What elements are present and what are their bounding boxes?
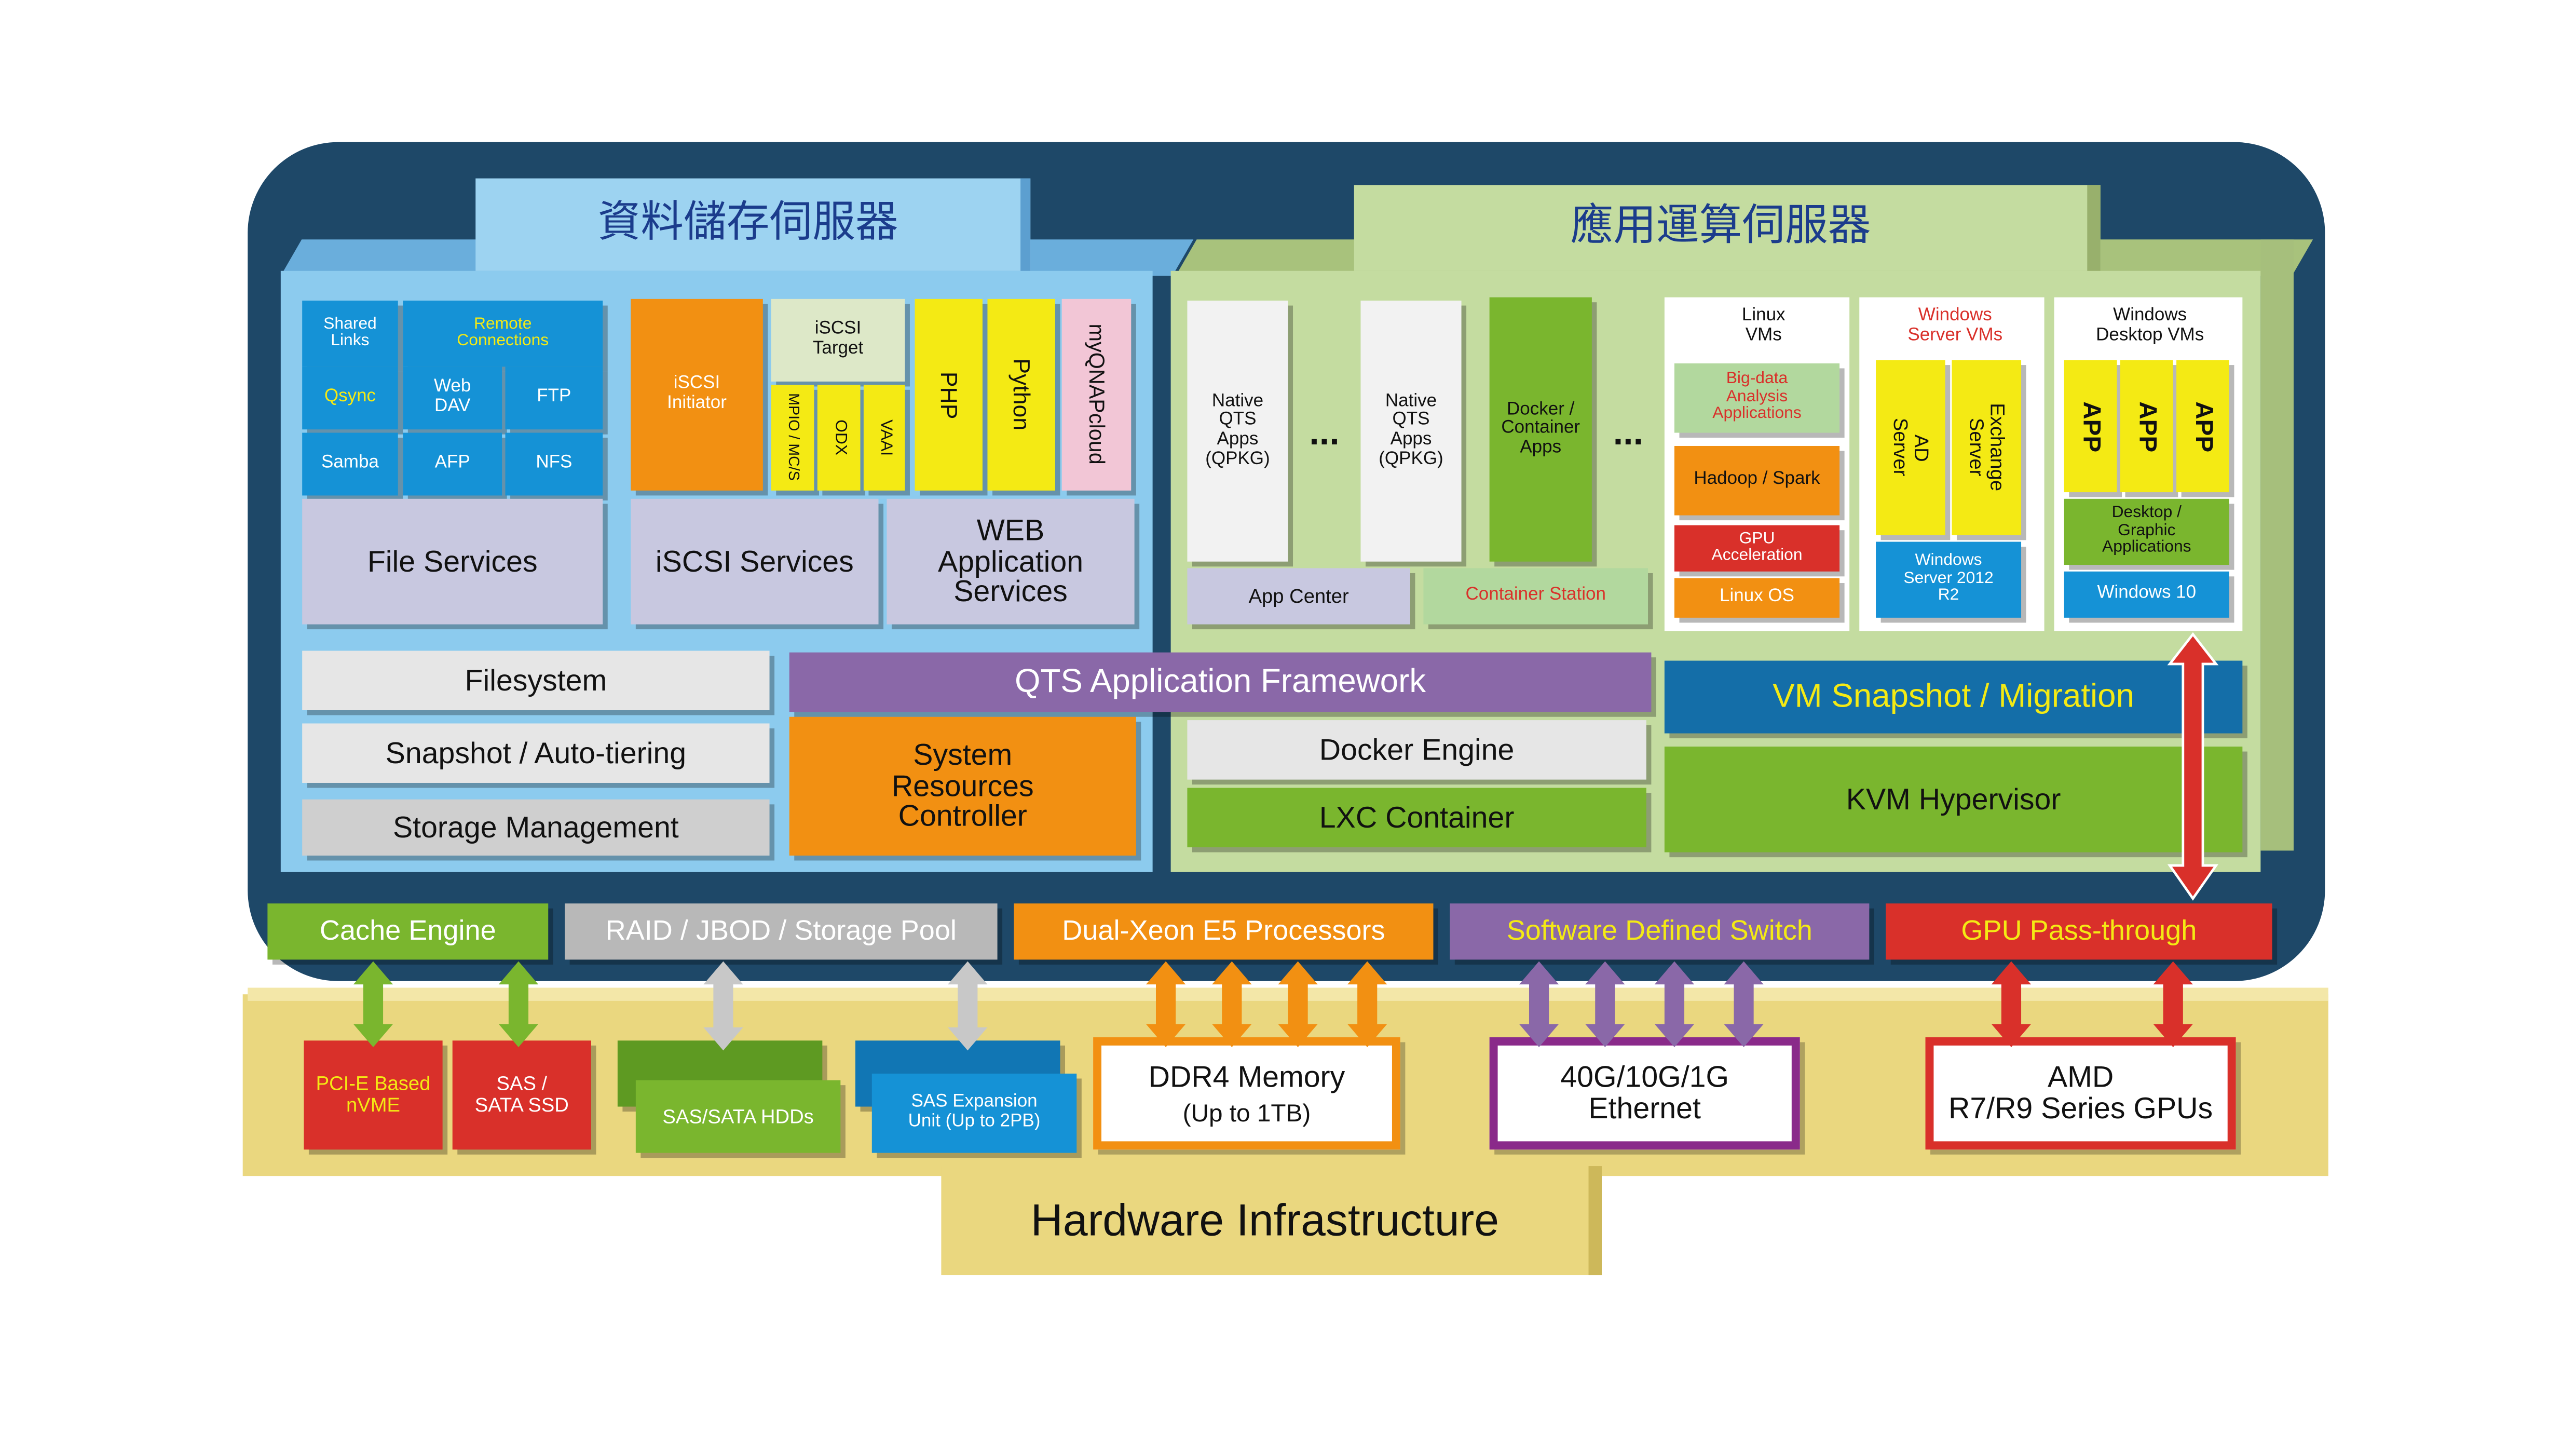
odx-tile: ODX: [817, 385, 861, 491]
app-tile-1: APP: [2064, 360, 2117, 493]
hardware-title: Hardware Infrastructure: [1030, 1195, 1500, 1245]
windows-2012-tile: Windows Server 2012 R2: [1876, 541, 2022, 618]
windows-desktop-label: Windows Desktop VMs: [2096, 306, 2204, 345]
ddr4-label: DDR4 Memory: [1148, 1060, 1345, 1093]
purple-arrow-2: [1585, 961, 1625, 1048]
windows-server-label: Windows Server VMs: [1907, 306, 2003, 345]
system-resources-block: System Resources Controller: [789, 716, 1136, 856]
sas-expansion-box: SAS Expansion Unit (Up to 2PB): [871, 1073, 1077, 1153]
python-tile: Python: [987, 299, 1055, 491]
app-tile-3: APP: [2176, 360, 2229, 493]
gpu-passthrough-bar: GPU Pass-through: [1886, 903, 2272, 960]
iscsi-services-block: iSCSI Services: [631, 498, 879, 625]
mpio-tile: MPIO / MC/S: [771, 385, 814, 491]
app-title-tab: 應用運算伺服器: [1354, 185, 2101, 271]
storage-management-bar: Storage Management: [302, 799, 770, 856]
filesystem-bar: Filesystem: [302, 651, 770, 711]
ddr4-box: [1093, 1037, 1400, 1150]
purple-arrow-1: [1519, 961, 1559, 1048]
webdav-tile: Web DAV: [403, 367, 502, 430]
app-tile-2: APP: [2120, 360, 2173, 493]
docker-apps-tile: Docker / Container Apps: [1489, 297, 1592, 562]
native-apps-2-tile: Native QTS Apps (QPKG): [1360, 301, 1462, 562]
app-title: 應用運算伺服器: [1570, 202, 1871, 252]
orange-arrow-1: [1146, 961, 1186, 1048]
file-services-block: File Services: [302, 498, 603, 625]
hardware-base-top: [248, 987, 2328, 1001]
orange-arrow-2: [1212, 961, 1252, 1048]
red-arrow-2: [2153, 961, 2193, 1048]
snapshot-bar: Snapshot / Auto-tiering: [302, 723, 770, 783]
ellipsis-2: ...: [1613, 412, 1644, 454]
gpu-passthrough-arrow: [2167, 632, 2219, 901]
lxc-container-bar: LXC Container: [1187, 788, 1646, 848]
web-services-block: WEB Application Services: [887, 498, 1135, 625]
nfs-tile: NFS: [505, 432, 603, 496]
linux-vms-label: Linux VMs: [1741, 306, 1786, 345]
remote-connections-tile: Remote Connections: [403, 301, 603, 367]
sas-ssd-box: SAS / SATA SSD: [452, 1040, 591, 1150]
amd-gpu-box: AMD R7/R9 Series GPUs: [1925, 1037, 2236, 1150]
kvm-bar: KVM Hypervisor: [1664, 746, 2243, 852]
shared-links-tile: Shared Links: [302, 301, 398, 367]
storage-title: 資料儲存伺服器: [597, 198, 898, 249]
gpu-accel-tile: GPU Acceleration: [1674, 525, 1840, 572]
bigdata-tile: Big-data Analysis Applications: [1674, 363, 1840, 433]
orange-arrow-4: [1347, 961, 1387, 1048]
hardware-title-tab: Hardware Infrastructure: [941, 1166, 1602, 1276]
afp-tile: AFP: [403, 432, 502, 496]
php-tile: PHP: [915, 299, 983, 491]
ellipsis-1: ...: [1309, 412, 1340, 454]
red-arrow-1: [1991, 961, 2032, 1048]
ftp-tile: FTP: [505, 367, 603, 430]
xeon-bar: Dual-Xeon E5 Processors: [1014, 903, 1434, 960]
docker-engine-bar: Docker Engine: [1187, 720, 1646, 780]
sds-bar: Software Defined Switch: [1450, 903, 1870, 960]
qts-framework-bar: QTS Application Framework: [789, 652, 1652, 712]
cache-engine-bar: Cache Engine: [267, 903, 549, 960]
iscsi-target-tile: iSCSI Target: [771, 299, 905, 382]
ad-server-tile: AD Server: [1876, 360, 1945, 535]
hadoop-tile: Hadoop / Spark: [1674, 445, 1840, 516]
iscsi-initiator-tile: iSCSI Initiator: [631, 299, 763, 491]
orange-arrow-3: [1278, 961, 1318, 1048]
pcie-nvme-box: PCI-E Based nVME: [304, 1040, 443, 1150]
purple-arrow-3: [1654, 961, 1695, 1048]
purple-arrow-4: [1724, 961, 1764, 1048]
storage-title-tab: 資料儲存伺服器: [475, 178, 1031, 271]
myqnapcloud-tile: myQNAPcloud: [1061, 299, 1132, 491]
ethernet-box: 40G/10G/1G Ethernet: [1489, 1037, 1800, 1150]
vaai-tile: VAAI: [863, 385, 905, 491]
samba-tile: Samba: [302, 432, 398, 496]
vm-snapshot-bar: VM Snapshot / Migration: [1664, 660, 2243, 734]
native-apps-1-tile: Native QTS Apps (QPKG): [1187, 301, 1288, 562]
ddr4-sub-label: (Up to 1TB): [1182, 1100, 1311, 1129]
linux-os-tile: Linux OS: [1674, 578, 1840, 618]
raid-bar: RAID / JBOD / Storage Pool: [565, 903, 998, 960]
app-panel-side: [2260, 239, 2294, 851]
app-center-bar: App Center: [1187, 568, 1410, 625]
qsync-tile: Qsync: [302, 367, 398, 430]
windows-10-tile: Windows 10: [2064, 571, 2229, 618]
container-station-bar: Container Station: [1423, 568, 1648, 625]
green-arrow-2: [498, 961, 539, 1048]
sas-hdds-box: SAS/SATA HDDs: [635, 1080, 841, 1153]
gray-arrow-1: [703, 961, 743, 1051]
green-arrow-1: [353, 961, 393, 1048]
exchange-server-tile: Exchange Server: [1952, 360, 2022, 535]
desktop-graphic-tile: Desktop / Graphic Applications: [2064, 498, 2229, 565]
gray-arrow-2: [948, 961, 988, 1051]
